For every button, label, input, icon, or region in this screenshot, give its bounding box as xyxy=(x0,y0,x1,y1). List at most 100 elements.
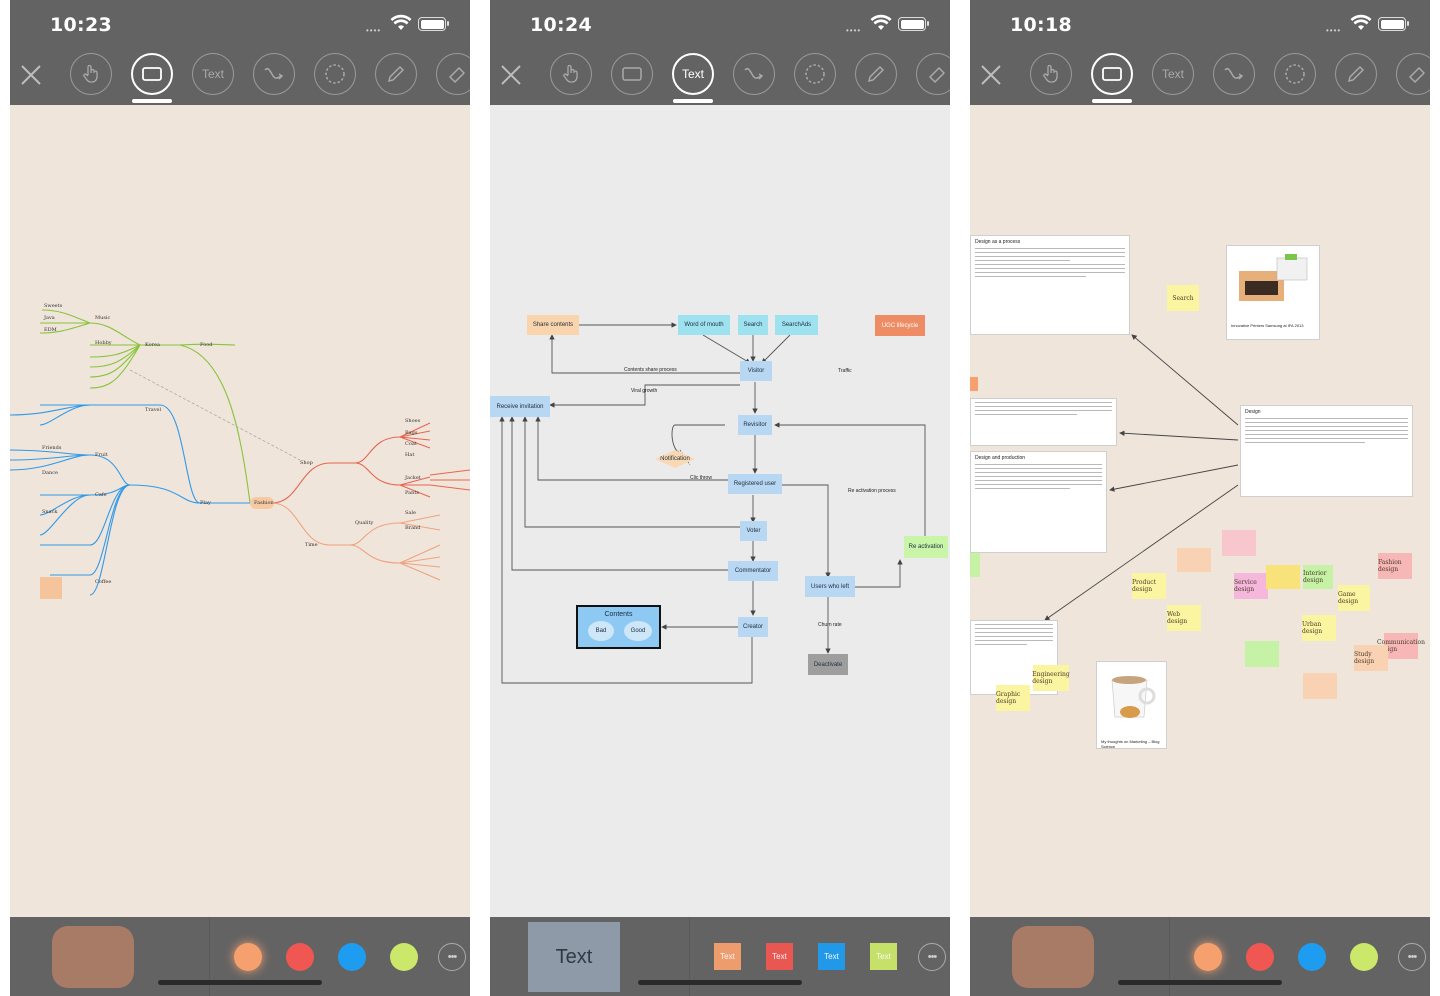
pen-tool-button[interactable] xyxy=(375,53,417,95)
text-style-lime[interactable]: Text xyxy=(870,943,897,970)
sticky-note[interactable]: Search xyxy=(1167,285,1199,311)
node-deactivate[interactable]: Deactivate xyxy=(808,654,848,675)
node-voter[interactable]: Voter xyxy=(740,521,767,541)
eraser-tool-button[interactable] xyxy=(436,53,470,95)
hand-tool-button[interactable] xyxy=(1030,53,1072,95)
node-visitor[interactable]: Visitor xyxy=(740,361,772,381)
moodboard-canvas[interactable]: Design as a process Design and productio… xyxy=(970,105,1430,917)
wiki-card-design-production[interactable]: Design and production xyxy=(970,451,1107,553)
color-lime[interactable] xyxy=(390,943,418,971)
sticky-note[interactable] xyxy=(1222,530,1256,556)
mindmap-branch-label[interactable]: Quality xyxy=(355,520,374,526)
wiki-card-design[interactable]: Design xyxy=(1240,405,1413,497)
text-style-red[interactable]: Text xyxy=(766,943,793,970)
image-card-printer[interactable]: Innovative Printers Samsung at IFA 2013 xyxy=(1226,245,1320,340)
node-re-activation[interactable]: Re activation xyxy=(904,536,948,558)
sticky-note[interactable]: Game design xyxy=(1338,585,1370,611)
shape-tool-button[interactable] xyxy=(1091,53,1133,95)
mindmap-branch-label[interactable]: Travel xyxy=(145,407,162,413)
mindmap-leaf[interactable]: Hobby xyxy=(95,340,112,346)
node-registered-user[interactable]: Registered user xyxy=(728,474,782,494)
mindmap-leaf[interactable]: Dance xyxy=(42,470,58,476)
mindmap-leaf[interactable]: Friends xyxy=(42,445,62,451)
mindmap-branch-label[interactable]: Cafe xyxy=(95,492,107,498)
current-color-swatch[interactable] xyxy=(1012,926,1094,988)
pen-tool-button[interactable] xyxy=(1335,53,1377,95)
sticky-note[interactable] xyxy=(970,377,978,391)
close-icon[interactable] xyxy=(978,62,1004,88)
mindmap-leaf[interactable]: Brand xyxy=(405,525,421,531)
text-tool-button[interactable]: Text xyxy=(1152,53,1194,95)
more-colors-button[interactable]: ••• xyxy=(438,943,466,971)
mindmap-branch-label[interactable]: Shop xyxy=(300,460,313,466)
image-card-mug[interactable]: My thoughts on Marketing – Blog Science xyxy=(1096,661,1167,749)
sticky-note[interactable]: Fashion design xyxy=(1378,553,1412,579)
node-word-of-mouth[interactable]: Word of mouth xyxy=(678,315,730,335)
mindmap-branch-label[interactable]: Fruit xyxy=(95,452,108,458)
node-notification[interactable]: Notification xyxy=(655,450,695,468)
sticky-note[interactable]: Web design xyxy=(1167,605,1201,631)
sticky-note[interactable] xyxy=(970,553,980,577)
lasso-tool-button[interactable] xyxy=(794,53,836,95)
mindmap-leaf[interactable]: Coat xyxy=(405,441,417,447)
pen-tool-button[interactable] xyxy=(855,53,897,95)
node-ugc-lifecycle[interactable]: UGC lifecycle xyxy=(875,315,925,336)
flowchart-canvas[interactable]: Share contents Word of mouth Search Sear… xyxy=(490,105,950,917)
sticky-note[interactable]: Product design xyxy=(1132,573,1166,599)
shape-tool-button[interactable] xyxy=(131,53,173,95)
node-revisitor[interactable]: Revisitor xyxy=(738,415,772,435)
text-tool-button[interactable]: Text xyxy=(672,53,714,95)
node-users-who-left[interactable]: Users who left xyxy=(805,576,855,597)
mindmap-leaf[interactable]: Coffee xyxy=(95,579,112,585)
mindmap-leaf[interactable]: Hat xyxy=(405,452,415,458)
text-tool-button[interactable]: Text xyxy=(192,53,234,95)
wiki-card-design-process[interactable]: Design as a process xyxy=(970,235,1130,335)
current-text-style-swatch[interactable]: Text xyxy=(528,922,620,992)
contents-group[interactable]: Contents Bad Good xyxy=(576,605,661,649)
mindmap-leaf[interactable]: Jacket xyxy=(405,475,421,481)
shape-tool-button[interactable] xyxy=(611,53,653,95)
sticky-note[interactable]: Interior design xyxy=(1303,565,1333,589)
mindmap-canvas[interactable]: Fashion Food Play Travel Shop Time Quali… xyxy=(10,105,470,917)
mindmap-leaf[interactable]: Java xyxy=(44,315,55,321)
hand-tool-button[interactable] xyxy=(550,53,592,95)
mindmap-leaf[interactable]: Shoes xyxy=(405,418,421,424)
mindmap-center-node[interactable]: Fashion xyxy=(254,500,274,506)
mindmap-leaf[interactable]: Pants xyxy=(405,490,419,496)
color-orange[interactable] xyxy=(234,943,262,971)
node-creator[interactable]: Creator xyxy=(738,617,768,637)
color-blue[interactable] xyxy=(1298,943,1326,971)
node-search-ads[interactable]: SearchAds xyxy=(775,315,818,335)
color-orange[interactable] xyxy=(1194,943,1222,971)
mindmap-branch-label[interactable]: Time xyxy=(305,542,318,548)
sticky-note[interactable]: Urban design xyxy=(1302,615,1336,641)
mindmap-branch-label[interactable]: Food xyxy=(200,342,213,348)
text-style-blue[interactable]: Text xyxy=(818,943,845,970)
close-icon[interactable] xyxy=(498,62,524,88)
sticky-note[interactable]: Engineering design xyxy=(1032,665,1070,691)
mindmap-leaf[interactable]: Sale xyxy=(405,510,416,516)
node-share-contents[interactable]: Share contents xyxy=(527,315,579,335)
color-blue[interactable] xyxy=(338,943,366,971)
sticky-note[interactable]: Study design xyxy=(1354,645,1388,671)
sticky-note[interactable]: Service design xyxy=(1234,573,1268,599)
lasso-tool-button[interactable] xyxy=(1274,53,1316,95)
current-color-swatch[interactable] xyxy=(52,926,134,988)
connector-tool-button[interactable] xyxy=(1213,53,1255,95)
connector-tool-button[interactable] xyxy=(733,53,775,95)
bubble-bad[interactable]: Bad xyxy=(588,621,614,641)
sticky-note[interactable] xyxy=(1177,548,1211,572)
mindmap-branch-label[interactable]: Play xyxy=(200,500,211,506)
color-red[interactable] xyxy=(286,943,314,971)
mindmap-branch-label[interactable]: Korea xyxy=(145,342,160,348)
sticky-note[interactable] xyxy=(1303,673,1337,699)
sticky-note[interactable] xyxy=(1266,565,1300,589)
mindmap-leaf[interactable]: Snack xyxy=(42,509,58,515)
sticky-note[interactable] xyxy=(1245,641,1279,667)
more-styles-button[interactable]: ••• xyxy=(918,943,946,971)
sticky-note[interactable]: Graphic design xyxy=(996,685,1030,711)
sticky-note[interactable]: Communication design xyxy=(1377,633,1425,659)
connector-tool-button[interactable] xyxy=(253,53,295,95)
color-red[interactable] xyxy=(1246,943,1274,971)
mindmap-leaf[interactable]: Music xyxy=(95,315,111,321)
